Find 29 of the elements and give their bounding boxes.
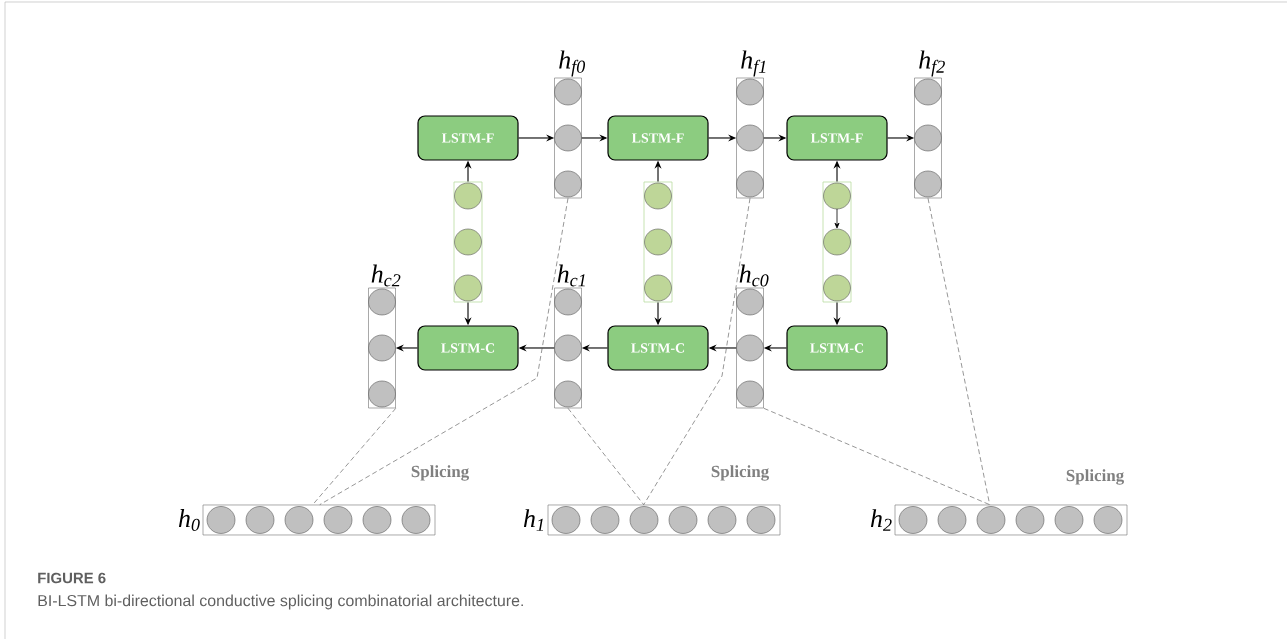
lstm-box: LSTM-F [786,115,888,161]
dashed-line [643,198,751,505]
lstm-box: LSTM-C [607,325,709,371]
vector-label: h$_{1}$ [523,509,544,531]
caption: BI-LSTM bi-directional conductive splicing combinatorial architecture. [38,594,523,610]
vector-label: h$_{f1}$ [741,50,766,77]
dashed-line [319,198,569,505]
vector-box [453,181,483,303]
splicing-label: Splicing [1066,469,1124,485]
vector-label: h$_{0}$ [178,509,200,531]
figure-number: FIGURE 6 [38,572,106,584]
dashed-line [567,408,644,505]
vector-box [822,181,852,303]
lstm-box: LSTM-C [417,325,519,371]
vector-label: h$_{c2}$ [371,264,401,287]
lstm-box: LSTM-C [786,325,888,371]
vector-label: h$_{f0}$ [559,50,586,77]
dashed-line [312,408,397,505]
dashed-line [927,198,990,505]
lstm-box: LSTM-F [607,115,709,161]
splicing-label: Splicing [711,465,769,481]
vector-box [643,181,673,303]
splicing-label: Splicing [411,465,469,481]
vector-label: h$_{c0}$ [739,264,769,287]
vector-label: h$_{2}$ [870,509,892,531]
vector-label: h$_{c1}$ [557,264,585,287]
vector-label: h$_{f2}$ [919,50,945,77]
lstm-box: LSTM-F [417,115,519,161]
dashed-line [763,408,990,505]
